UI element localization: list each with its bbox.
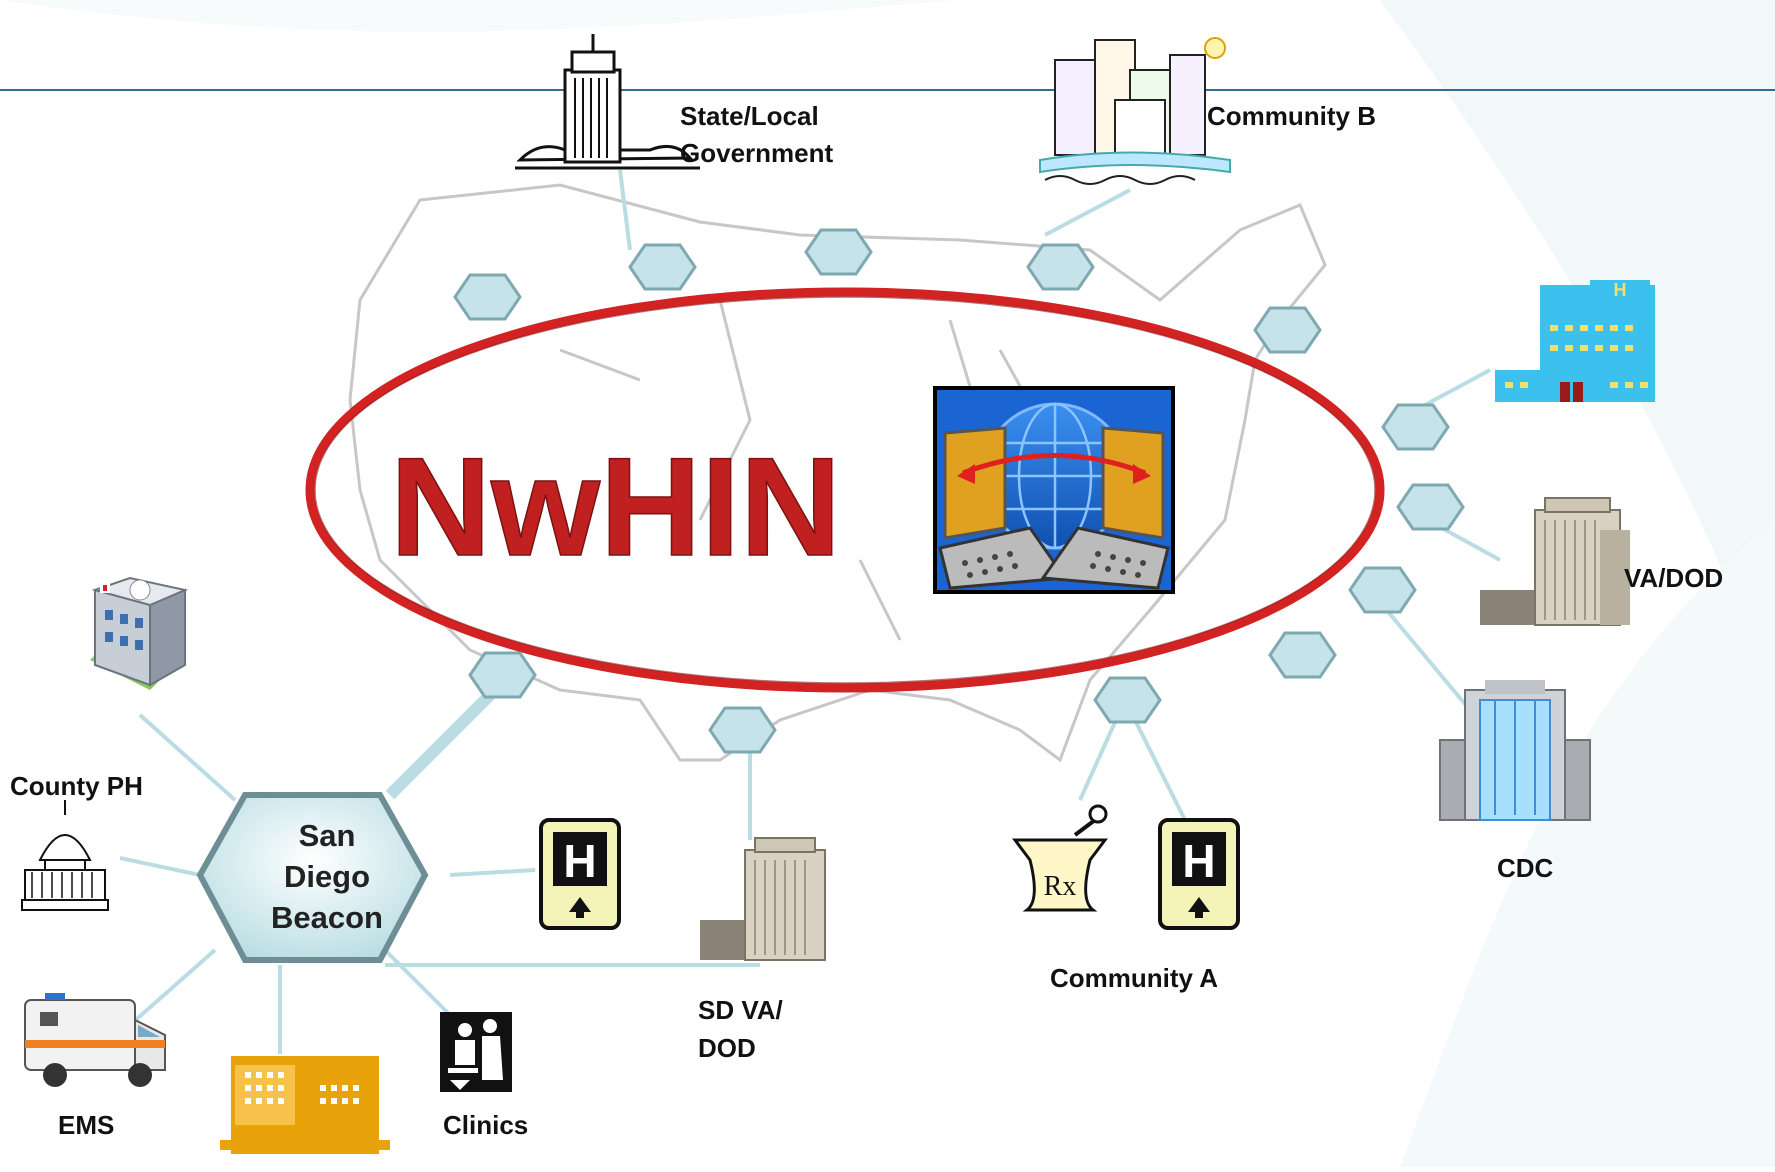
node-hexagon — [1026, 243, 1095, 291]
svg-text:H: H — [1614, 280, 1627, 300]
svg-text:H: H — [1182, 835, 1215, 887]
node-hexagon — [1396, 483, 1465, 531]
medical-campus-icon — [220, 1054, 390, 1156]
node-hexagon — [1381, 403, 1450, 451]
hub-title: NwHIN — [390, 428, 841, 585]
city-icon — [1039, 37, 1231, 185]
node-hexagon — [628, 243, 697, 291]
cdc-building-icon — [1439, 680, 1591, 821]
beacon-label-line3: Beacon — [271, 900, 383, 935]
node-hexagon — [1348, 566, 1417, 614]
label-cdc: CDC — [1497, 853, 1554, 883]
label-sd-va-dod-line1: SD VA/ — [698, 995, 783, 1025]
hospital-building-icon: H — [1495, 280, 1655, 402]
label-community-b: Community B — [1207, 101, 1376, 131]
label-ems: EMS — [58, 1110, 115, 1140]
node-hexagon — [1268, 631, 1337, 679]
san-diego-beacon-node: San Diego Beacon — [196, 792, 429, 963]
network-nodes — [453, 228, 1465, 754]
node-hexagon — [1093, 676, 1162, 724]
capitol-icon — [21, 800, 109, 911]
node-hexagon — [708, 706, 777, 754]
hospital-sign-icon: H — [1158, 818, 1240, 930]
label-sd-va-dod-line2: DOD — [698, 1033, 756, 1063]
network-exchange-icon — [933, 386, 1175, 594]
pharmacy-icon: Rx — [1012, 804, 1108, 912]
svg-text:Rx: Rx — [1044, 871, 1077, 902]
nwhin-ring — [305, 287, 1385, 693]
va-building-icon — [1480, 497, 1630, 626]
label-va-dod: VA/DOD — [1624, 563, 1724, 593]
node-hexagon — [453, 273, 522, 321]
node-hexagon — [468, 651, 537, 699]
beacon-label-line1: San — [299, 818, 356, 853]
sd-va-building-icon — [700, 837, 826, 961]
node-hexagon — [804, 228, 873, 276]
hospital-sign-icon: H — [539, 818, 621, 930]
beacon-label-line2: Diego — [284, 859, 370, 894]
svg-text:H: H — [563, 835, 596, 887]
label-state-government-line1: State/Local — [680, 101, 819, 131]
label-clinics: Clinics — [443, 1110, 529, 1140]
ambulance-icon — [24, 993, 166, 1087]
node-hexagon — [1253, 306, 1322, 354]
label-community-a: Community A — [1050, 963, 1219, 993]
clinic-icon — [440, 1012, 512, 1092]
label-county-ph: County PH — [10, 771, 143, 801]
label-state-government-line2: Government — [680, 138, 834, 168]
government-building-icon — [515, 34, 700, 170]
county-hospital-icon — [90, 576, 189, 690]
